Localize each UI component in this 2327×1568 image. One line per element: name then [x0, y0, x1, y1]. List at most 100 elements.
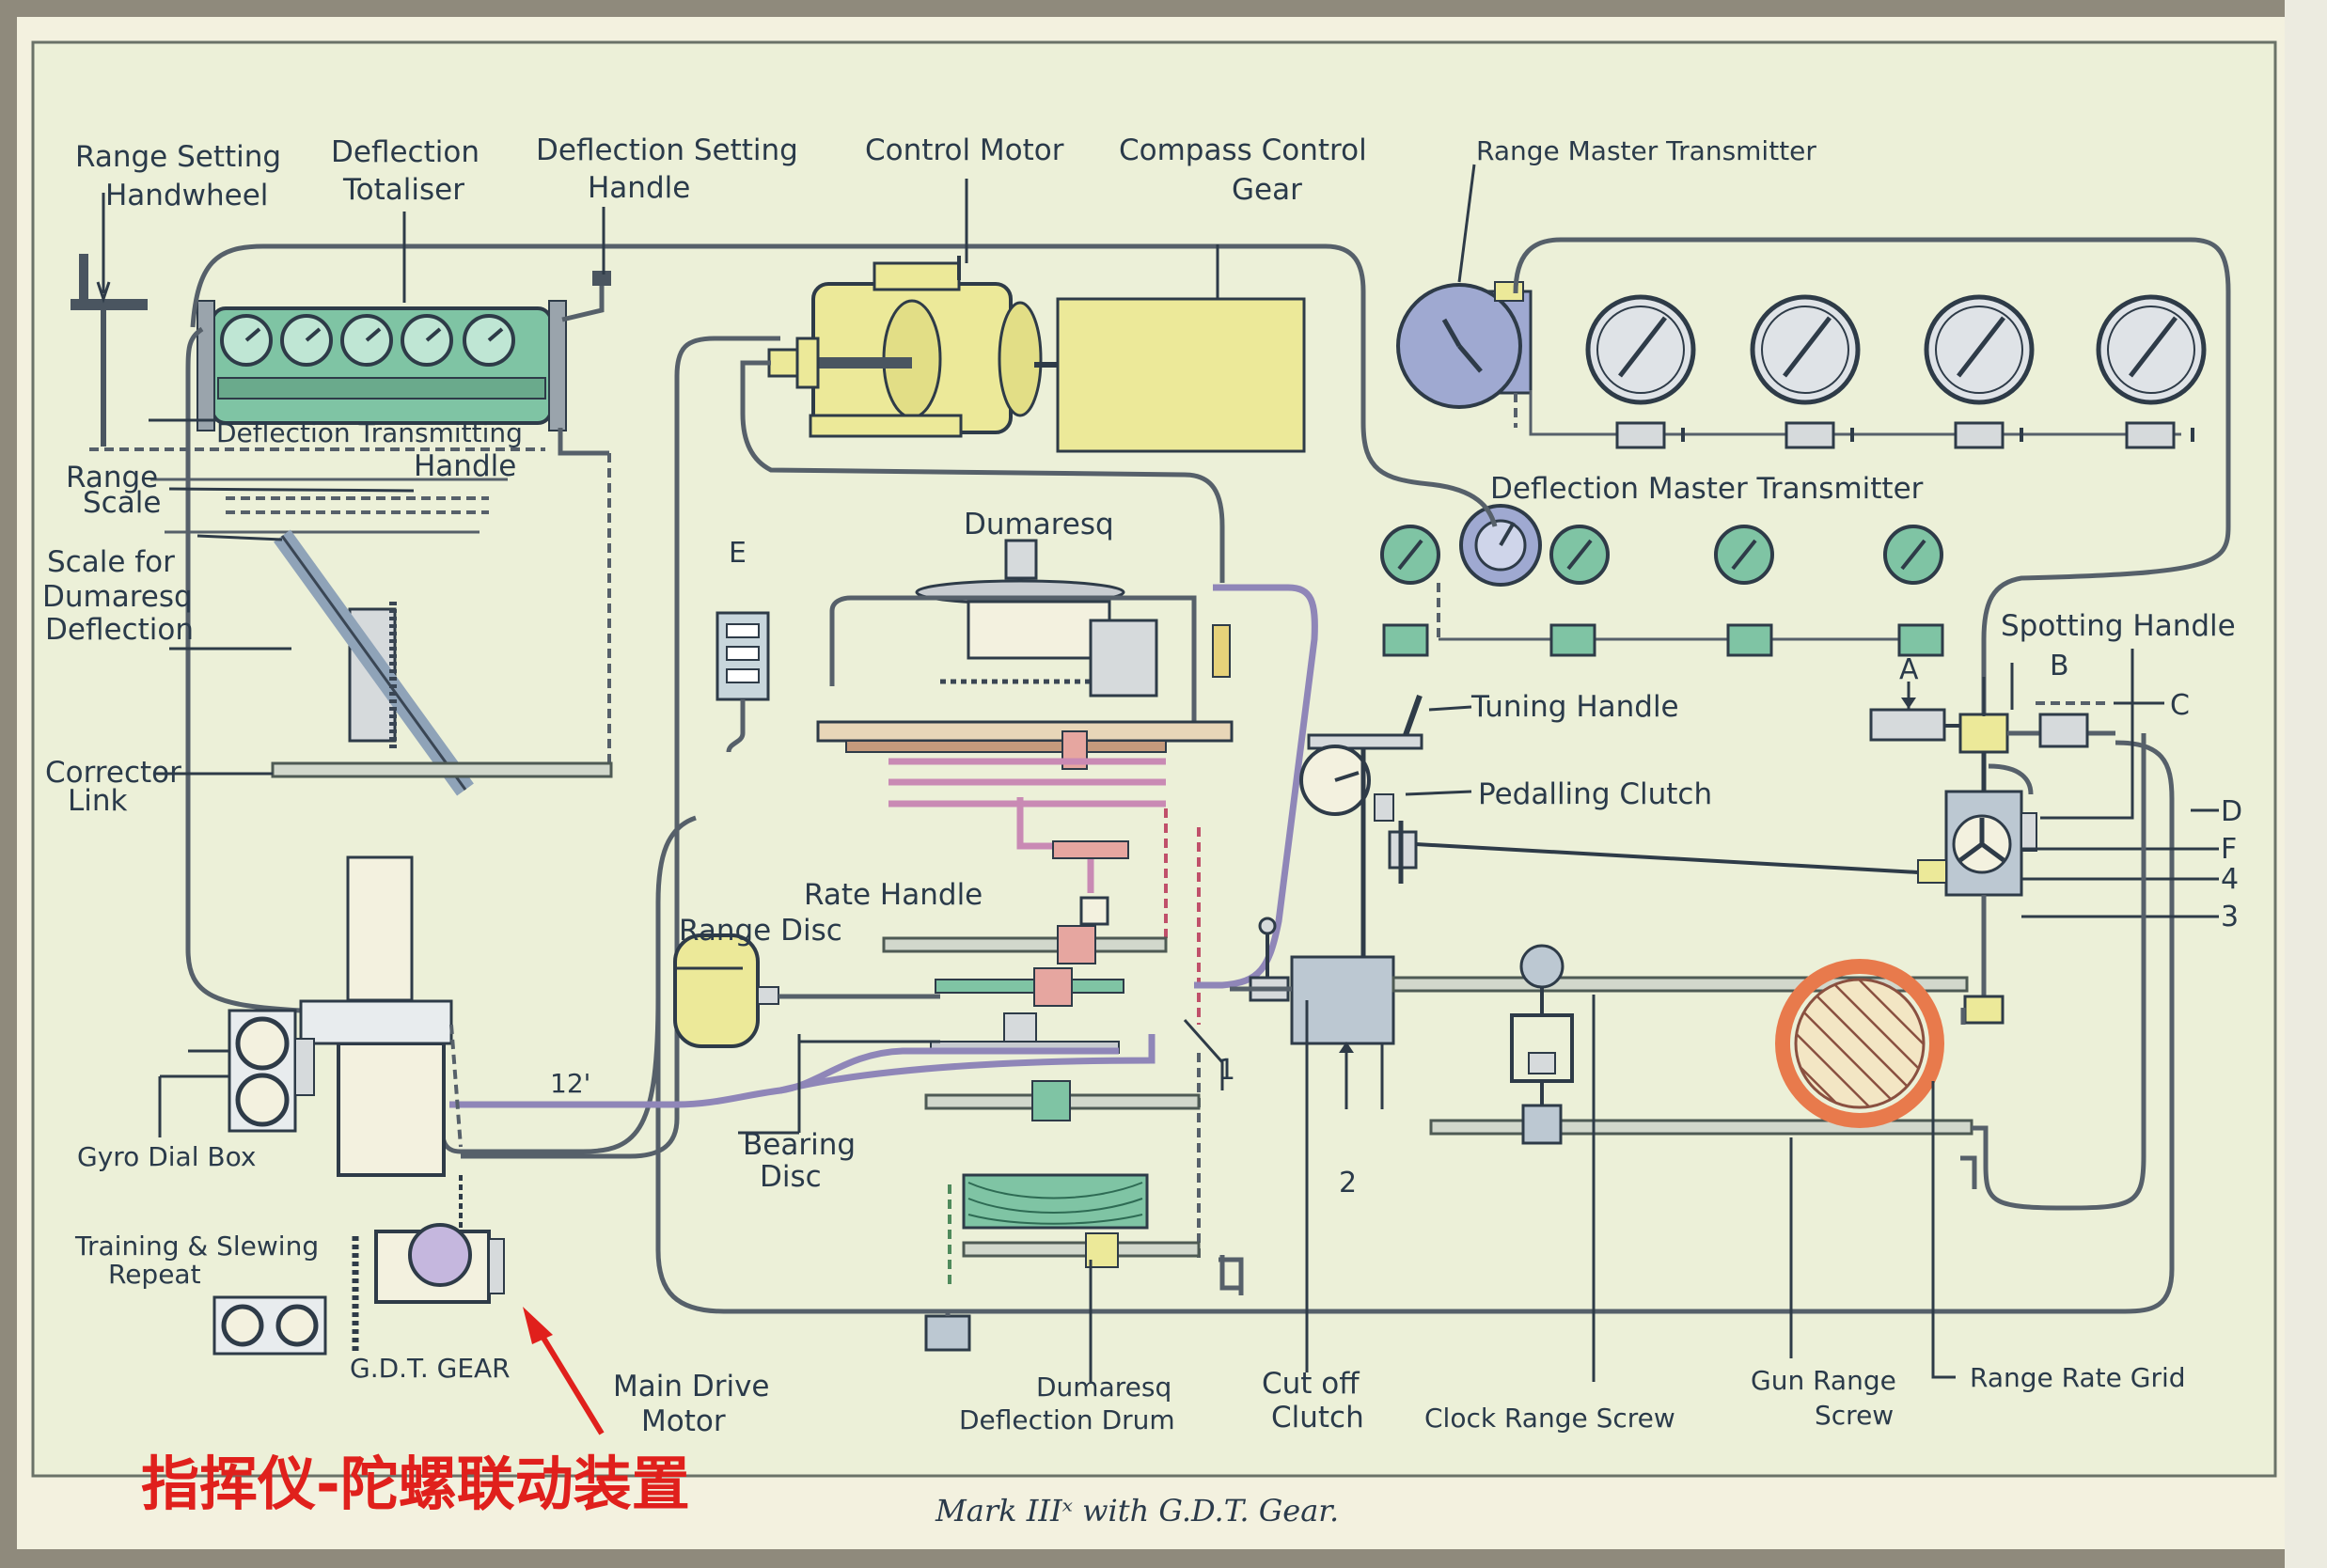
- wire-centre-left: [461, 376, 680, 1159]
- label-scale-dumaresq-3: Deflection: [45, 613, 194, 647]
- motor-coupling: [740, 337, 1225, 583]
- label-pipe-12: 12': [550, 1068, 590, 1099]
- label-leaders: [149, 164, 1476, 1382]
- label-deflection-transmitting-1: Deflection Transmitting: [216, 417, 523, 448]
- letter-e: E: [729, 537, 747, 570]
- letter-4: 4: [2221, 863, 2239, 896]
- spotting-unit: [1917, 790, 2037, 897]
- totaliser-dial: [401, 314, 453, 367]
- indicator-box-e: [715, 611, 770, 753]
- range-box: [1615, 421, 1685, 449]
- range-master-transmitter: [1396, 281, 1533, 409]
- range-disc: [935, 979, 1124, 994]
- label-range-scale-1: Range: [66, 461, 158, 494]
- range-rate-grid: [1775, 959, 1944, 1128]
- wire-right-loop: [1513, 237, 2231, 714]
- totaliser-dial: [220, 314, 273, 367]
- label-rate-handle: Rate Handle: [804, 878, 983, 912]
- range-setting-handwheel: [71, 254, 148, 447]
- label-spotting-handle: Spotting Handle: [2001, 609, 2236, 643]
- label-range-setting-2: Handwheel: [105, 179, 268, 212]
- rate-handle-assembly: [1016, 797, 1129, 926]
- deflection-repeater-dial: [1714, 525, 1774, 585]
- label-scale-dumaresq-2: Dumaresq: [42, 580, 193, 614]
- label-corrector-link-1: Corrector: [45, 756, 181, 790]
- deflection-repeater-dial: [1549, 525, 1610, 585]
- counter-a: [1869, 708, 1946, 742]
- letter-1: 1: [1218, 1054, 1235, 1087]
- corrector-mechanism: [271, 529, 613, 796]
- tuning-handle: [1299, 694, 1423, 957]
- range-box: [2125, 421, 2194, 449]
- label-range-scale-2: Scale: [83, 486, 161, 520]
- deflection-box: [1549, 623, 1596, 657]
- label-range-disc: Range Disc: [679, 914, 842, 948]
- main-drive-motor: [673, 933, 940, 1048]
- letter-a: A: [1899, 653, 1919, 686]
- deflection-box: [1382, 623, 1429, 657]
- label-gun-range-screw-2: Screw: [1815, 1400, 1894, 1431]
- label-training-slewing-2: Repeat: [108, 1259, 201, 1290]
- label-gun-range-screw-1: Gun Range: [1751, 1365, 1896, 1396]
- label-deflection-totaliser-1: Deflection: [331, 135, 480, 169]
- label-control-motor: Control Motor: [865, 133, 1064, 167]
- gyro-dial-box: [228, 1009, 297, 1133]
- cut-off-clutch: [1249, 917, 1290, 1002]
- annotation-arrow: [523, 1307, 605, 1435]
- label-clock-range-screw: Clock Range Screw: [1424, 1403, 1675, 1434]
- deflection-transmission-line: [1437, 583, 1942, 641]
- deflection-repeater-dial: [1380, 525, 1440, 585]
- label-deflection-transmitting-2: Handle: [414, 449, 516, 483]
- letter-d: D: [2221, 795, 2242, 828]
- letter-c: C: [2170, 689, 2190, 722]
- label-deflection-totaliser-2: Totaliser: [342, 173, 464, 207]
- wire-bottom-loop: [655, 740, 2175, 1314]
- label-cut-off-clutch-1: Cut off: [1262, 1367, 1360, 1401]
- label-bearing-disc-1: Bearing: [743, 1128, 856, 1162]
- handle-cranks: [1219, 1008, 1977, 1295]
- compass-control-gear: [1056, 297, 1306, 453]
- range-repeater-dial: [1924, 294, 2035, 405]
- spotting-top-gear: [1958, 713, 2115, 795]
- label-deflection-setting-handle-2: Handle: [588, 171, 690, 205]
- wire-centre-top: [674, 336, 780, 377]
- pink-loop: [1194, 584, 1318, 989]
- dumaresq-deflection-drum: [948, 1173, 1239, 1291]
- gun-range-return: [1972, 733, 2146, 1211]
- deflection-repeater-dial: [1883, 525, 1943, 585]
- gun-range-screw: [1429, 1119, 1973, 1136]
- central-control-box: [1290, 955, 1395, 1045]
- label-main-drive-motor-1: Main Drive: [613, 1370, 770, 1403]
- range-repeater-dial: [1585, 294, 1696, 405]
- deflection-master-transmitter: [1459, 504, 1542, 587]
- deflection-repeater-dials: [1380, 525, 1943, 585]
- label-range-master-transmitter: Range Master Transmitter: [1476, 135, 1816, 166]
- dumaresq: [816, 539, 1234, 770]
- label-gyro-dial-box: Gyro Dial Box: [77, 1141, 256, 1172]
- caption: Mark IIIˣ with G.D.T. Gear.: [935, 1493, 1339, 1529]
- letter-b: B: [2050, 650, 2069, 682]
- range-repeater-dial: [1750, 294, 1861, 405]
- label-training-slewing-1: Training & Slewing: [74, 1231, 319, 1262]
- deflection-transmission-boxes: [1382, 623, 1944, 657]
- label-gdt-gear: G.D.T. GEAR: [350, 1353, 511, 1384]
- red-annotation: 指挥仪-陀螺联动装置: [141, 1450, 690, 1518]
- label-scale-dumaresq-1: Scale for: [47, 545, 175, 579]
- label-range-rate-grid: Range Rate Grid: [1970, 1362, 2186, 1393]
- deflection-setting-handle: [561, 271, 611, 322]
- rate-screw: [882, 936, 1168, 953]
- wire-left-vertical: [185, 326, 302, 1013]
- label-cut-off-clutch-2: Clutch: [1271, 1401, 1364, 1435]
- pedalling-clutch: [1374, 793, 1919, 884]
- label-pedalling-clutch: Pedalling Clutch: [1478, 777, 1712, 811]
- label-bearing-disc-2: Disc: [760, 1160, 822, 1194]
- letter-3: 3: [2221, 901, 2239, 933]
- letter-f: F: [2221, 833, 2237, 866]
- label-corrector-link-2: Link: [68, 784, 128, 818]
- label-main-drive-motor-2: Motor: [641, 1404, 726, 1438]
- label-range-setting-1: Range Setting: [75, 140, 281, 174]
- totaliser-dials: [220, 314, 515, 367]
- label-compass-control-1: Compass Control: [1119, 133, 1367, 167]
- gdt-gear-unit: [374, 1175, 505, 1304]
